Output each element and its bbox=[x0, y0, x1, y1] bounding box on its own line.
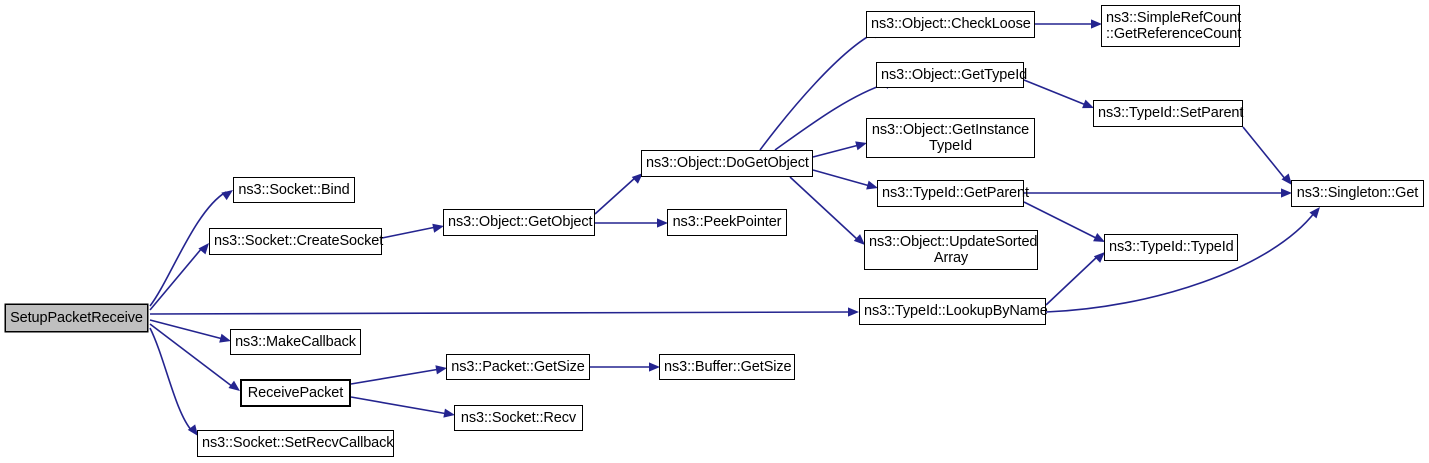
arrowhead-getobject-to-dogetobject bbox=[631, 173, 643, 184]
graph-node-label: ns3::Socket::Bind bbox=[238, 181, 350, 198]
arrowhead-dogetobject-to-updatesorted bbox=[853, 234, 865, 245]
edge-receivepacket-to-socketrecv bbox=[350, 396, 449, 415]
graph-node-peekpointer[interactable]: ns3::PeekPointer bbox=[667, 209, 787, 236]
graph-node-label: ns3::Object::DoGetObject bbox=[646, 155, 809, 172]
edge-createsocket-to-getobject bbox=[381, 226, 437, 239]
edge-setup-to-bind bbox=[149, 191, 227, 307]
graph-node-label: ns3::Object::UpdateSorted Array bbox=[869, 233, 1038, 266]
graph-node-bind[interactable]: ns3::Socket::Bind bbox=[233, 177, 355, 203]
graph-node-socketrecv[interactable]: ns3::Socket::Recv bbox=[454, 405, 583, 431]
arrowhead-lookupbyname-to-typeidtypeid bbox=[1093, 252, 1105, 263]
graph-node-singletonget[interactable]: ns3::Singleton::Get bbox=[1291, 180, 1424, 207]
graph-node-label: ns3::Socket::Recv bbox=[460, 409, 577, 426]
graph-node-getobjtypeid[interactable]: ns3::Object::GetTypeId bbox=[876, 62, 1028, 88]
arrowhead-setup-to-createsocket bbox=[198, 243, 209, 255]
graph-node-setparent[interactable]: ns3::TypeId::SetParent bbox=[1093, 100, 1243, 127]
edge-setup-to-makecallback bbox=[149, 319, 224, 340]
edge-setparent-to-singletonget bbox=[1242, 126, 1287, 181]
arrowhead-setup-to-makecallback bbox=[219, 333, 231, 343]
edge-getobject-to-dogetobject bbox=[594, 176, 637, 215]
graph-node-dogetobject[interactable]: ns3::Object::DoGetObject bbox=[641, 150, 813, 177]
graph-node-buffergetsize[interactable]: ns3::Buffer::GetSize bbox=[659, 354, 795, 380]
graph-node-checkloose[interactable]: ns3::Object::CheckLoose bbox=[866, 11, 1035, 38]
arrowhead-packetgetsize-to-buffergetsize bbox=[649, 362, 660, 372]
graph-node-label: ns3::Socket::SetRecvCallback bbox=[202, 435, 394, 452]
arrowhead-createsocket-to-getobject bbox=[432, 223, 444, 233]
graph-node-label: SetupPacketReceive bbox=[10, 309, 143, 326]
graph-node-label: ns3::Object::GetTypeId bbox=[881, 66, 1028, 83]
graph-node-makecallback[interactable]: ns3::MakeCallback bbox=[230, 329, 361, 355]
graph-node-label: ns3::Socket::CreateSocket bbox=[214, 233, 384, 250]
graph-node-label: ns3::Object::GetInstance TypeId bbox=[871, 121, 1030, 154]
arrowhead-dogetobject-to-getinstanceid bbox=[855, 141, 867, 151]
edge-receivepacket-to-packetgetsize bbox=[350, 368, 441, 385]
graph-node-setup[interactable]: SetupPacketReceive bbox=[5, 304, 148, 332]
graph-node-label: ns3::Packet::GetSize bbox=[451, 358, 585, 375]
graph-node-label: ns3::TypeId::TypeId bbox=[1109, 239, 1234, 256]
edge-getparent-to-typeidtypeid bbox=[1023, 201, 1099, 240]
edge-setup-to-setrecvcb bbox=[149, 327, 193, 432]
edge-dogetobject-to-getobjtypeid bbox=[774, 82, 889, 151]
arrowhead-getobjtypeid-to-setparent bbox=[1082, 99, 1094, 109]
graph-node-label: ns3::Object::GetObject bbox=[448, 214, 593, 231]
arrowhead-setup-to-receivepacket bbox=[228, 380, 240, 391]
graph-node-label: ns3::TypeId::LookupByName bbox=[864, 303, 1048, 320]
arrowhead-lookupbyname-to-singletonget bbox=[1309, 207, 1320, 219]
graph-node-receivepacket[interactable]: ReceivePacket bbox=[240, 379, 351, 407]
edge-dogetobject-to-updatesorted bbox=[789, 176, 859, 241]
arrowhead-setup-to-bind bbox=[221, 190, 233, 201]
graph-node-packetgetsize[interactable]: ns3::Packet::GetSize bbox=[446, 354, 590, 380]
graph-node-label: ns3::MakeCallback bbox=[235, 333, 356, 350]
arrowhead-receivepacket-to-packetgetsize bbox=[435, 365, 447, 375]
graph-node-getobject[interactable]: ns3::Object::GetObject bbox=[443, 209, 595, 236]
graph-node-label: ns3::Singleton::Get bbox=[1296, 185, 1419, 202]
graph-node-label: ns3::SimpleRefCount ::GetReferenceCount bbox=[1106, 9, 1242, 42]
graph-node-label: ReceivePacket bbox=[247, 384, 344, 401]
graph-node-getrefcount[interactable]: ns3::SimpleRefCount ::GetReferenceCount bbox=[1101, 5, 1242, 47]
edge-setup-to-createsocket bbox=[149, 247, 203, 311]
arrowhead-setup-to-lookupbyname bbox=[847, 307, 859, 317]
edge-lookupbyname-to-typeidtypeid bbox=[1045, 255, 1099, 306]
edge-getobjtypeid-to-setparent bbox=[1023, 79, 1087, 106]
graph-node-label: ns3::TypeId::GetParent bbox=[882, 185, 1029, 202]
arrowhead-setparent-to-singletonget bbox=[1281, 173, 1292, 185]
edge-dogetobject-to-checkloose bbox=[759, 31, 877, 151]
graph-node-lookupbyname[interactable]: ns3::TypeId::LookupByName bbox=[859, 298, 1048, 325]
graph-node-updatesorted[interactable]: ns3::Object::UpdateSorted Array bbox=[864, 230, 1038, 270]
graph-node-label: ns3::TypeId::SetParent bbox=[1098, 105, 1244, 122]
graph-node-getparent[interactable]: ns3::TypeId::GetParent bbox=[877, 180, 1029, 207]
edge-setup-to-lookupbyname bbox=[149, 311, 852, 315]
arrowhead-receivepacket-to-socketrecv bbox=[443, 408, 455, 418]
arrowhead-getparent-to-singletonget bbox=[1281, 188, 1292, 198]
arrowhead-getparent-to-typeidtypeid bbox=[1093, 232, 1105, 242]
edge-dogetobject-to-getparent bbox=[812, 169, 871, 187]
arrowhead-getobject-to-peekpointer bbox=[657, 218, 668, 228]
arrowhead-checkloose-to-getrefcount bbox=[1091, 19, 1102, 29]
arrowhead-dogetobject-to-getparent bbox=[866, 180, 878, 190]
arrowhead-setup-to-setrecvcb bbox=[187, 424, 198, 436]
graph-node-typeidtypeid[interactable]: ns3::TypeId::TypeId bbox=[1104, 234, 1238, 261]
edge-lookupbyname-to-singletonget bbox=[1045, 211, 1316, 313]
graph-node-setrecvcb[interactable]: ns3::Socket::SetRecvCallback bbox=[197, 430, 394, 457]
edge-dogetobject-to-getinstanceid bbox=[812, 144, 860, 158]
graph-node-createsocket[interactable]: ns3::Socket::CreateSocket bbox=[209, 228, 384, 255]
graph-node-label: ns3::Buffer::GetSize bbox=[664, 358, 792, 375]
graph-node-getinstanceid[interactable]: ns3::Object::GetInstance TypeId bbox=[866, 118, 1035, 158]
edge-setup-to-receivepacket bbox=[149, 323, 234, 388]
graph-node-label: ns3::PeekPointer bbox=[672, 214, 782, 231]
graph-node-label: ns3::Object::CheckLoose bbox=[871, 16, 1031, 33]
